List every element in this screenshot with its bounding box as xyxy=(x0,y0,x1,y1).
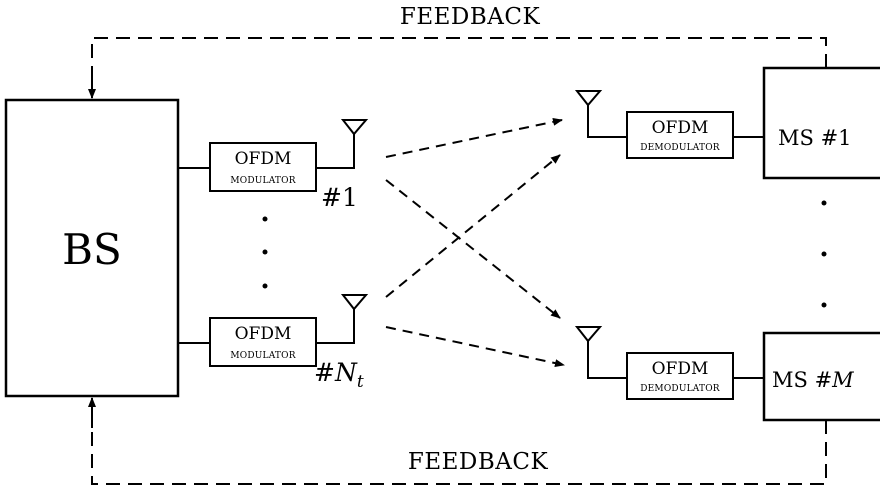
ofdm-modulator-1-title: OFDM xyxy=(235,149,292,169)
feedback-label-top: FEEDBACK xyxy=(400,4,541,30)
ellipsis-dot xyxy=(821,251,827,257)
mobile-station-m-label: MS #M xyxy=(772,368,854,392)
ofdm-demodulator-1: OFDM DEMODULATOR xyxy=(626,111,734,159)
rx-antenna-1-wire xyxy=(587,104,627,138)
tx-antenna-1-wire xyxy=(316,133,355,169)
channel-link-tx1-rxm xyxy=(385,179,561,319)
ellipsis-dot xyxy=(821,200,827,206)
ellipsis-dot xyxy=(262,249,268,255)
base-station-block: BS xyxy=(4,98,180,398)
channel-link-txnt-rx1 xyxy=(385,154,561,298)
tx-antenna-nt-wire xyxy=(316,308,355,344)
mobile-station-1-label: MS #1 xyxy=(778,126,852,150)
ofdm-modulator-2-box xyxy=(209,317,317,367)
tx-antenna-nt-label: #Nt xyxy=(314,358,364,392)
feedback-loop-top: FEEDBACK xyxy=(88,4,827,99)
tx-antenna-nt-icon xyxy=(340,294,369,311)
modulator-ellipsis xyxy=(262,216,268,289)
ms-ellipsis xyxy=(821,200,827,308)
feedback-label-bottom: FEEDBACK xyxy=(408,449,549,475)
feedback-loop-bottom: FEEDBACK xyxy=(88,397,827,485)
channel-links xyxy=(385,117,565,368)
rx-antenna-m-icon xyxy=(574,326,603,343)
mobile-station-1-box xyxy=(762,66,880,180)
tx-antenna-nt: #Nt xyxy=(314,294,369,392)
rx-antenna-m-wire xyxy=(587,340,627,379)
channel-link-txnt-rxm xyxy=(385,326,565,368)
ofdm-modulator-2-title: OFDM xyxy=(235,324,292,344)
ofdm-demodulator-2: OFDM DEMODULATOR xyxy=(626,352,734,400)
mobile-station-m: MS #M xyxy=(762,331,880,422)
rx-antenna-m xyxy=(574,326,627,379)
ofdm-modulator-1-subtitle: MODULATOR xyxy=(230,176,295,186)
rx-antenna-1-icon xyxy=(574,90,603,107)
channel-link-tx1-rx1 xyxy=(385,117,563,158)
feedback-path-top xyxy=(91,37,827,90)
tx-antenna-1-label: #1 xyxy=(321,183,358,212)
ofdm-demodulator-2-box xyxy=(626,352,734,400)
ofdm-demodulator-1-box xyxy=(626,111,734,159)
feedback-path-bottom xyxy=(91,416,827,485)
base-station-label: BS xyxy=(62,225,122,274)
ellipsis-dot xyxy=(262,283,268,289)
ofdm-demodulator-1-subtitle: DEMODULATOR xyxy=(640,143,720,153)
rx-antenna-1 xyxy=(574,90,627,138)
ellipsis-dot xyxy=(262,216,268,222)
mobile-station-1: MS #1 xyxy=(762,66,880,180)
ofdm-modulator-2-subtitle: MODULATOR xyxy=(230,351,295,361)
tx-antenna-1-icon xyxy=(340,119,369,136)
base-station-box xyxy=(4,98,180,398)
mobile-station-m-box xyxy=(762,331,880,422)
ofdm-modulator-2: OFDM MODULATOR xyxy=(209,317,317,367)
ofdm-demodulator-2-subtitle: DEMODULATOR xyxy=(640,384,720,394)
ofdm-modulator-1: OFDM MODULATOR xyxy=(209,142,317,192)
ofdm-demodulator-1-title: OFDM xyxy=(652,118,709,138)
tx-antenna-1: #1 xyxy=(316,119,369,212)
ellipsis-dot xyxy=(821,302,827,308)
ofdm-demodulator-2-title: OFDM xyxy=(652,359,709,379)
